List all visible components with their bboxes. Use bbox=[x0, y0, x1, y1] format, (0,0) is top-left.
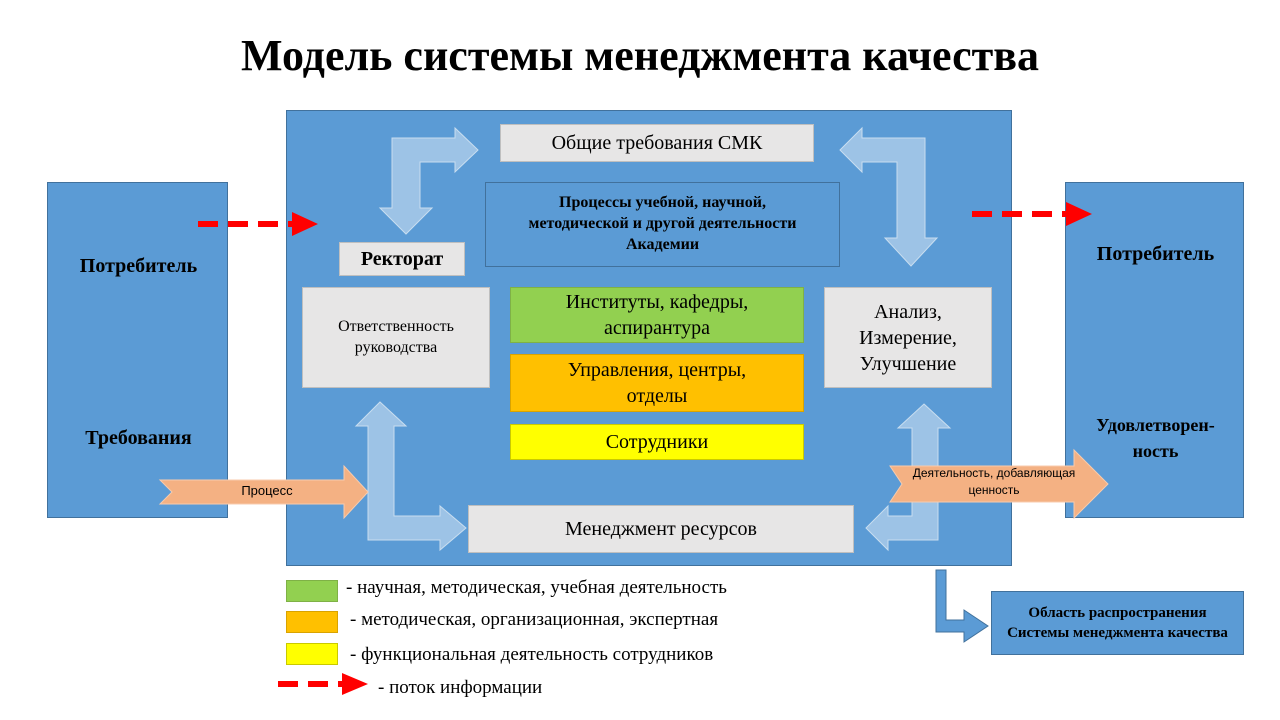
page-title: Модель системы менеджмента качества bbox=[241, 31, 1039, 80]
legend-info-flow-arrow bbox=[278, 673, 368, 695]
legend-yellow-swatch bbox=[286, 643, 338, 665]
right-satisfaction-line2: ность bbox=[1132, 441, 1179, 461]
employees-box: Сотрудники bbox=[510, 424, 804, 460]
legend-orange-swatch bbox=[286, 611, 338, 633]
legend-red-text: - поток информации bbox=[378, 677, 543, 698]
left-info-flow-arrow bbox=[198, 212, 318, 236]
institutes-box: Институты, кафедры, аспирантура bbox=[510, 287, 804, 343]
process-arrow-label: Процесс bbox=[241, 483, 293, 498]
departments-box: Управления, центры, отделы bbox=[510, 354, 804, 412]
legend-green-text: - научная, методическая, учебная деятель… bbox=[346, 577, 727, 598]
top-left-cycle-arrow bbox=[378, 126, 479, 235]
general-requirements-box: Общие требования СМК bbox=[500, 124, 814, 162]
responsibility-box: Ответственность руководства bbox=[302, 287, 490, 388]
resources-box: Менеджмент ресурсов bbox=[468, 505, 854, 553]
left-consumer-panel: Потребитель Требования bbox=[47, 182, 228, 518]
bottom-right-cycle-arrow bbox=[865, 403, 952, 552]
scope-arrow bbox=[935, 569, 989, 643]
right-consumer-panel: Потребитель Удовлетворен- ность bbox=[1065, 182, 1244, 518]
value-activity-arrow bbox=[889, 448, 1109, 520]
value-activity-arrow-label: Деятельность, добавляющая ценность bbox=[912, 466, 1076, 497]
left-consumer-label: Потребитель bbox=[79, 255, 198, 277]
legend-yellow-text: - функциональная деятельность сотруднико… bbox=[350, 644, 714, 665]
legend-orange-text: - методическая, организационная, эксперт… bbox=[350, 609, 719, 630]
analysis-box: Анализ, Измерение, Улучшение bbox=[824, 287, 992, 388]
right-info-flow-arrow bbox=[972, 202, 1092, 226]
right-satisfaction-line1: Удовлетворен- bbox=[1096, 415, 1215, 435]
process-arrow bbox=[158, 464, 369, 520]
rectorate-box: Ректорат bbox=[339, 242, 465, 276]
top-right-cycle-arrow bbox=[839, 126, 939, 267]
bottom-left-cycle-arrow bbox=[354, 401, 467, 552]
processes-box: Процессы учебной, научной, методической … bbox=[485, 182, 840, 267]
left-requirements-label: Требования bbox=[85, 427, 192, 449]
scope-box: Область распространения Системы менеджме… bbox=[991, 591, 1244, 655]
legend-green-swatch bbox=[286, 580, 338, 602]
right-consumer-label: Потребитель bbox=[1096, 243, 1215, 265]
